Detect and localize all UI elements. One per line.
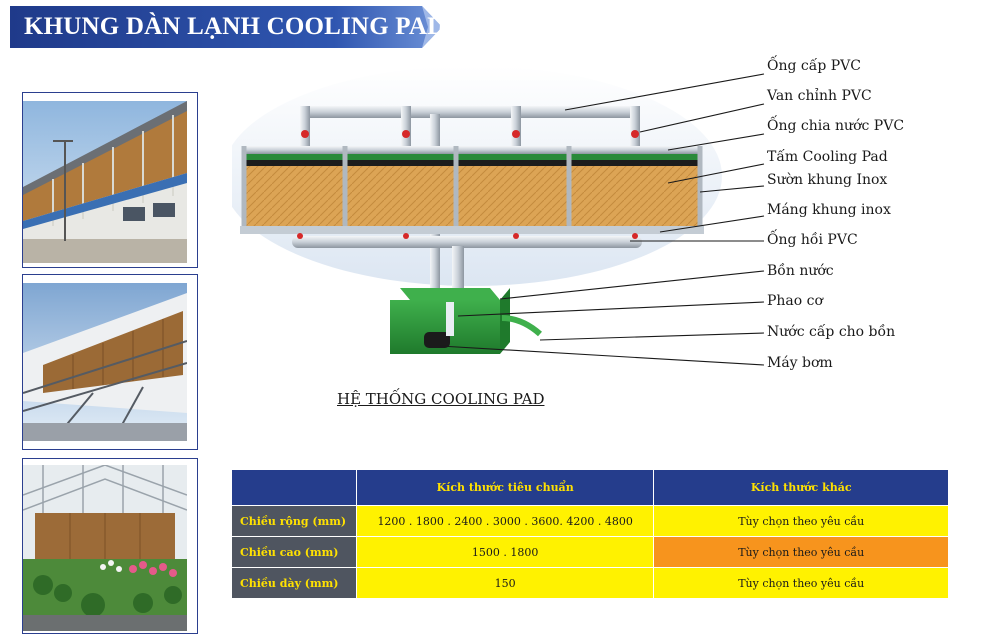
page-title: KHUNG DÀN LẠNH COOLING PAD [24, 13, 446, 40]
valve-icons [301, 130, 639, 138]
banner-arrow-shape [10, 6, 442, 48]
inlet-hose [501, 315, 542, 337]
table-header-row: Kích thước tiêu chuẩn Kích thước khác [231, 469, 949, 506]
label-supply-pipe: Ống cấp PVC [767, 58, 861, 74]
water-tank-lid [400, 288, 500, 300]
label-float-valve: Phao cơ [767, 293, 823, 309]
table-row: Chiều dày (mm) 150 Tùy chọn theo yêu cầu [231, 567, 949, 599]
spec-table: Kích thước tiêu chuẩn Kích thước khác Ch… [231, 469, 949, 599]
title-banner: KHUNG DÀN LẠNH COOLING PAD [10, 6, 450, 48]
row-label: Chiều cao (mm) [231, 536, 357, 568]
standard-size-cell: 1200 . 1800 . 2400 . 3000 . 3600. 4200 .… [355, 505, 655, 537]
table-row: Chiều rộng (mm) 1200 . 1800 . 2400 . 300… [231, 505, 949, 537]
table-header-cell: Kích thước tiêu chuẩn [355, 469, 655, 506]
photo-frame [22, 92, 198, 268]
standard-size-cell: 150 [355, 567, 655, 599]
label-return-pipe: Ống hồi PVC [767, 232, 858, 248]
distribution-pipe [244, 146, 700, 154]
table-header-cell: Kích thước khác [653, 469, 949, 506]
photo-frame [22, 458, 198, 634]
table-row: Chiều cao (mm) 1500 . 1800 Tùy chọn theo… [231, 536, 949, 568]
label-distribution-pipe: Ống chia nước PVC [767, 118, 905, 134]
cooling-pad-diagram [232, 66, 722, 354]
inox-trough [240, 226, 704, 234]
row-label: Chiều rộng (mm) [231, 505, 357, 537]
label-control-valve: Van chỉnh PVC [767, 88, 872, 104]
table-header-cell [231, 469, 357, 506]
other-size-cell: Tùy chọn theo yêu cầu [653, 505, 949, 537]
greenhouse-photo [23, 465, 187, 631]
supply-pipe [300, 106, 640, 118]
photo-frame [22, 274, 198, 450]
pump-icon [424, 332, 450, 348]
label-tank-inlet: Nước cấp cho bồn [767, 324, 896, 340]
label-inox-trough: Máng khung inox [767, 202, 891, 218]
row-label: Chiều dày (mm) [231, 567, 357, 599]
other-size-cell: Tùy chọn theo yêu cầu [653, 567, 949, 599]
return-pipe [292, 236, 642, 248]
factory-exterior-photo [23, 101, 187, 263]
standard-size-cell: 1500 . 1800 [355, 536, 655, 568]
cooling-pad-panels [244, 166, 700, 226]
other-size-cell: Tùy chọn theo yêu cầu [653, 536, 949, 568]
diagram-caption: HỆ THỐNG COOLING PAD [337, 390, 545, 408]
label-cooling-pad: Tấm Cooling Pad [767, 149, 888, 165]
label-water-tank: Bồn nước [767, 263, 834, 279]
cooling-pad-wall-photo [23, 283, 187, 441]
label-pump: Máy bơm [767, 355, 833, 371]
label-inox-frame: Sườn khung Inox [767, 172, 888, 188]
